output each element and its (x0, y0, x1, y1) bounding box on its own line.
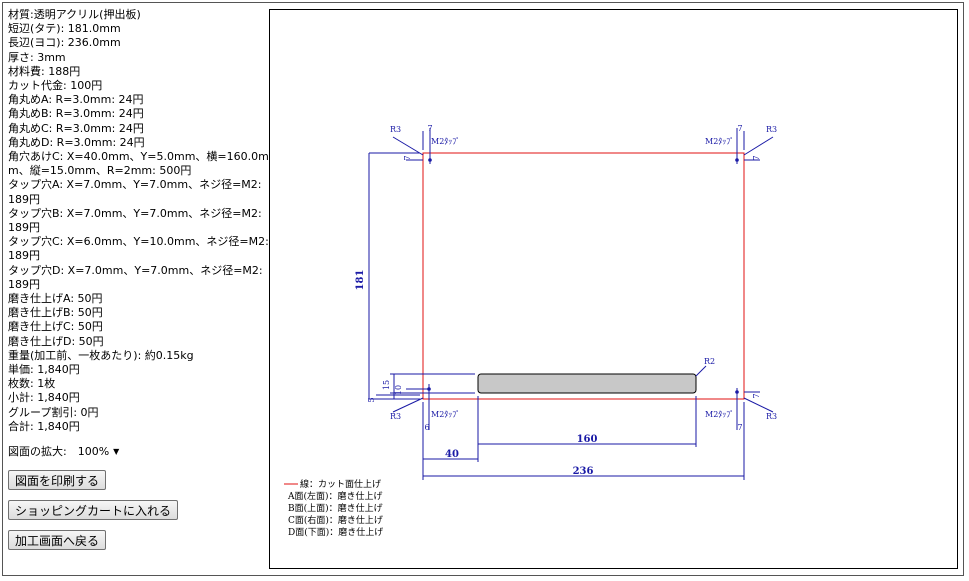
spec-material-cost: 材料費: 188円 (8, 64, 81, 78)
spec-corner-d: 角丸めD: R=3.0mm: 24円 (8, 135, 145, 149)
tap-hole-d (735, 390, 739, 394)
dim-height: 181 (355, 270, 366, 291)
spec-polish-d: 磨き仕上げD: 50円 (8, 334, 104, 348)
dimension-lines (368, 128, 774, 480)
spec-polish-b: 磨き仕上げB: 50円 (8, 306, 103, 320)
dim-slot-width: 160 (577, 434, 598, 445)
dim-slot-height: 15 (382, 380, 391, 390)
zoom-row: 図面の拡大: 100% ▼ (8, 442, 270, 461)
legend-item-c: C面(右面)：磨き仕上げ (288, 514, 383, 526)
spec-material: 材質:透明アクリル(押出板) (8, 8, 141, 21)
spec-thickness: 厚さ: 3mm (8, 50, 66, 64)
radius-label-slot: R2 (704, 357, 715, 366)
spec-corner-b: 角丸めB: R=3.0mm: 24円 (8, 107, 144, 121)
spec-cut-cost: カット代金: 100円 (8, 79, 103, 93)
spec-corner-c: 角丸めC: R=3.0mm: 24円 (8, 121, 144, 135)
spec-panel: 材質:透明アクリル(押出板) 短辺(タテ): 181.0mm 長辺(ヨコ): 2… (8, 8, 270, 551)
spec-tap-a: タップ穴A: X=7.0mm、Y=7.0mm、ネジ径=M2: 189円 (8, 178, 265, 206)
dim-width: 236 (573, 466, 594, 477)
spec-list: 材質:透明アクリル(押出板) 短辺(タテ): 181.0mm 長辺(ヨコ): 2… (8, 8, 270, 434)
print-drawing-button[interactable]: 図面を印刷する (8, 470, 107, 491)
zoom-select[interactable]: 100% ▼ (72, 442, 125, 461)
chevron-down-icon: ▼ (113, 446, 120, 456)
tap-hole-b (735, 158, 739, 162)
dim-tap-d-x: 7 (737, 423, 742, 432)
legend-item-a: A面(左面)：磨き仕上げ (287, 490, 383, 502)
dim-tap-d-y: 7 (752, 393, 761, 398)
dim-slot-y: 5 (367, 397, 376, 402)
dim-slot-x: 40 (445, 449, 459, 460)
spec-tap-b: タップ穴B: X=7.0mm、Y=7.0mm、ネジ径=M2: 189円 (8, 206, 266, 235)
add-to-cart-button[interactable]: ショッピングカートに入れる (8, 500, 179, 521)
spec-polish-c: 磨き仕上げC: 50円 (8, 320, 103, 334)
technical-drawing: 181 236 160 40 15 5 10 6 7 7 7 7 7 7 R3 … (284, 124, 777, 538)
radius-label-b: R3 (766, 125, 777, 134)
tap-label-c: M2ﾀｯﾌﾟ (431, 410, 460, 419)
spec-weight: 重量(加工前、一枚あたり): 約0.15kg (8, 348, 194, 362)
tap-hole-markers (427, 158, 739, 394)
dim-tap-a-y: 7 (403, 155, 412, 160)
tap-hole-a (428, 158, 432, 162)
legend-item-cut: 線：カット面仕上げ (300, 478, 381, 490)
spec-polish-a: 磨き仕上げA: 50円 (8, 292, 103, 306)
spec-short-side: 短辺(タテ): 181.0mm (8, 22, 121, 36)
spec-corner-a: 角丸めA: R=3.0mm: 24円 (8, 93, 144, 107)
tap-label-a: M2ﾀｯﾌﾟ (431, 137, 460, 146)
tap-label-d: M2ﾀｯﾌﾟ (705, 410, 734, 419)
spec-total: 合計: 1,840円 (8, 419, 80, 433)
spec-subtotal: 小計: 1,840円 (8, 391, 80, 405)
dim-tap-b-x: 7 (737, 124, 742, 133)
drawing-panel: 181 236 160 40 15 5 10 6 7 7 7 7 7 7 R3 … (269, 9, 958, 569)
tap-label-b: M2ﾀｯﾌﾟ (705, 137, 734, 146)
tap-hole-c (427, 387, 431, 391)
zoom-label: 図面の拡大: (8, 445, 67, 459)
zoom-value: 100% (77, 444, 110, 458)
spec-quantity: 枚数: 1枚 (8, 377, 56, 391)
spec-group-discount: グループ割引: 0円 (8, 405, 99, 419)
square-hole-c (477, 373, 697, 394)
legend-item-d: D面(下面)：磨き仕上げ (288, 526, 383, 538)
back-to-editor-button[interactable]: 加工画面へ戻る (8, 530, 107, 551)
dim-tap-c-y: 10 (394, 385, 403, 395)
radius-label-d-left: R3 (390, 412, 401, 421)
radius-label-a: R3 (390, 125, 401, 134)
spec-tap-d: タップ穴D: X=7.0mm、Y=7.0mm、ネジ径=M2: 189円 (8, 263, 267, 291)
spec-long-side: 長辺(ヨコ): 236.0mm (8, 36, 121, 50)
spec-tap-c: タップ穴C: X=6.0mm、Y=10.0mm、ネジ径=M2: 189円 (8, 235, 269, 263)
spec-unit-price: 単価: 1,840円 (8, 363, 80, 377)
spec-square-hole-c: 角穴あけC: X=40.0mm、Y=5.0mm、横=160.0mm、縦=15.0… (8, 150, 269, 178)
radius-label-d-right: R3 (766, 412, 777, 421)
dim-tap-b-y: 7 (752, 155, 761, 160)
dim-tap-c-x: 6 (424, 423, 429, 432)
dim-tap-a-x: 7 (427, 124, 432, 133)
legend-item-b: B面(上面)：磨き仕上げ (288, 502, 383, 514)
part-outline (422, 152, 745, 400)
